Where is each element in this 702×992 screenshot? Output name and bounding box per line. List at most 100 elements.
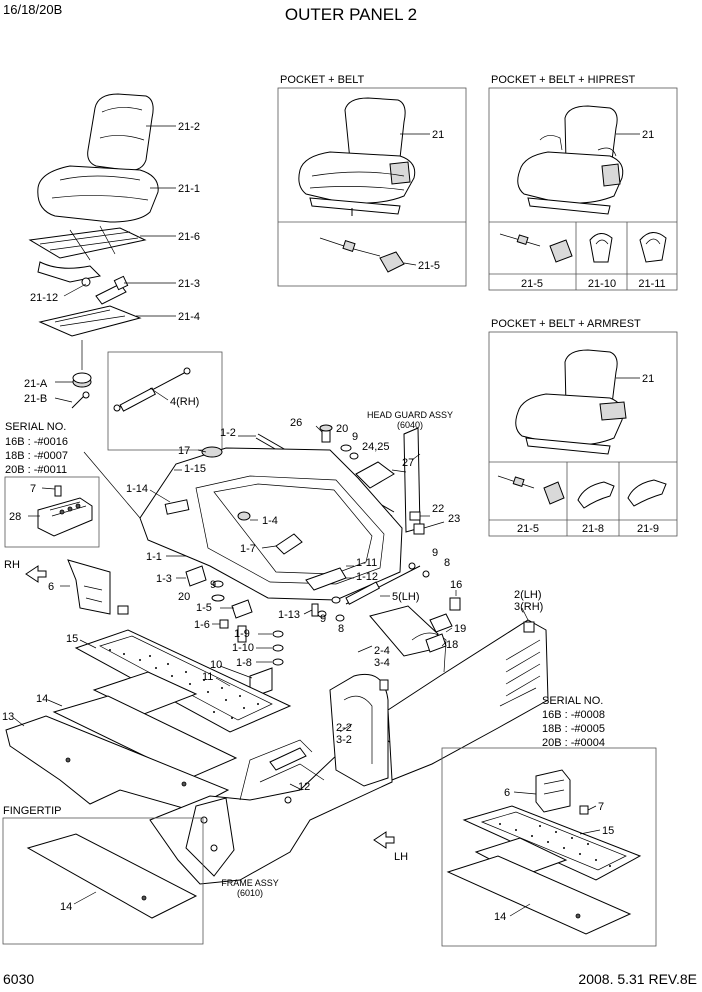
callout-1-1: 1-1 <box>146 551 162 563</box>
callout-8-b: 8 <box>338 623 344 635</box>
callout-1-11: 1-11 <box>356 557 377 569</box>
box-gas-spring-4rh: 4(RH) <box>170 396 199 408</box>
box-pocket-belt <box>277 87 467 287</box>
box-pocket-belt-hiprest <box>488 87 678 291</box>
callout-22: 22 <box>432 503 444 515</box>
callout-21-2: 21-2 <box>178 121 200 133</box>
box-hiprest-21: 21 <box>642 129 654 141</box>
box-pocket-belt-armrest <box>488 331 678 537</box>
box-hiprest-title: POCKET + BELT + HIPREST <box>491 74 636 86</box>
page-number: 6030 <box>3 971 34 987</box>
callout-21-12: 21-12 <box>30 292 58 304</box>
callout-24-25: 24,25 <box>362 441 390 453</box>
callout-21-4: 21-4 <box>178 311 200 323</box>
callout-20-b: 20 <box>336 423 348 435</box>
frame-assy-name: FRAME ASSY <box>221 878 279 888</box>
callout-12: 12 <box>298 781 310 793</box>
callout-1-6: 1-6 <box>194 619 210 631</box>
fingertip-14: 14 <box>60 901 72 913</box>
main-callouts: 1-2 17 1-15 1-14 1-4 1-7 1-1 1-3 9 20 1-… <box>2 417 543 793</box>
serial-right-14: 14 <box>494 911 506 923</box>
serial-left-28: 28 <box>9 511 21 523</box>
callout-18: 18 <box>446 639 458 651</box>
callout-1-13: 1-13 <box>278 609 300 621</box>
callout-9-b: 9 <box>352 431 358 443</box>
callout-1-5: 1-5 <box>196 602 212 614</box>
callout-17: 17 <box>178 445 190 457</box>
box-pocket-belt-title: POCKET + BELT <box>280 74 365 86</box>
serial-right-7: 7 <box>598 801 604 813</box>
revision-date: 2008. 5.31 REV.8E <box>578 971 697 987</box>
callout-1-10: 1-10 <box>232 642 254 654</box>
callout-3-rh: 3(RH) <box>514 601 543 613</box>
head-guard-name: HEAD GUARD ASSY <box>367 410 453 420</box>
callout-3-2: 3-2 <box>336 734 352 746</box>
callout-21-1: 21-1 <box>178 183 200 195</box>
callout-14-main: 14 <box>36 693 48 705</box>
callout-27: 27 <box>402 457 414 469</box>
callout-6-main: 6 <box>48 581 54 593</box>
box-hiprest-21-5: 21-5 <box>521 278 543 290</box>
serial-left-7: 7 <box>30 483 36 495</box>
callout-1-4: 1-4 <box>262 515 278 527</box>
callout-1-14: 1-14 <box>126 483 148 495</box>
serial-left-18b: 18B : -#0007 <box>5 450 68 462</box>
frame-assy-code: (6010) <box>237 888 263 898</box>
box-fingertip <box>2 817 204 945</box>
callout-1-2: 1-2 <box>220 427 236 439</box>
serial-left-20b: 20B : -#0011 <box>5 464 67 476</box>
callout-5-lh: 5(LH) <box>392 591 420 603</box>
seat-assembly <box>28 93 176 409</box>
callout-23: 23 <box>448 513 460 525</box>
callout-9-d: 9 <box>320 613 326 625</box>
head-guard-code: (6040) <box>397 420 423 430</box>
callout-2-2: 2-2 <box>336 722 352 734</box>
callout-21-A: 21-A <box>24 378 48 390</box>
callout-8-a: 8 <box>444 557 450 569</box>
rh-direction-label: RH <box>4 559 20 571</box>
box-armrest-title: POCKET + BELT + ARMREST <box>491 318 641 330</box>
box-armrest-21-9: 21-9 <box>637 523 659 535</box>
callout-21-6: 21-6 <box>178 231 200 243</box>
callout-2-lh: 2(LH) <box>514 589 542 601</box>
callout-11: 11 <box>202 671 213 683</box>
callout-1-8: 1-8 <box>236 657 252 669</box>
callout-1-12: 1-12 <box>356 571 378 583</box>
callout-9-c: 9 <box>432 547 438 559</box>
serial-right-20b: 20B : -#0004 <box>542 737 605 749</box>
box-hiprest-21-10: 21-10 <box>588 278 616 290</box>
serial-right-6: 6 <box>504 787 510 799</box>
callout-21-3: 21-3 <box>178 278 200 290</box>
box-pocket-belt-21-5: 21-5 <box>418 260 440 272</box>
callout-1-7: 1-7 <box>240 543 256 555</box>
callout-26: 26 <box>290 417 302 429</box>
box-pocket-belt-21: 21 <box>432 129 444 141</box>
callout-1-3: 1-3 <box>156 573 172 585</box>
serial-left-16b: 16B : -#0016 <box>5 436 68 448</box>
callout-16: 16 <box>450 579 462 591</box>
box-serial-right <box>441 747 657 947</box>
main-assembly <box>5 424 549 885</box>
callout-1-15: 1-15 <box>184 463 206 475</box>
callout-13: 13 <box>2 711 14 723</box>
serial-right-16b: 16B : -#0008 <box>542 709 605 721</box>
serial-right-15: 15 <box>602 825 614 837</box>
box-armrest-21: 21 <box>642 373 654 385</box>
callout-1-9: 1-9 <box>234 628 250 640</box>
box-armrest-21-5: 21-5 <box>517 523 539 535</box>
serial-right-18b: 18B : -#0005 <box>542 723 605 735</box>
callout-2-4: 2-4 <box>374 645 390 657</box>
box-armrest-21-8: 21-8 <box>582 523 604 535</box>
fingertip-title: FINGERTIP <box>3 805 61 817</box>
callout-19: 19 <box>454 623 466 635</box>
box-hiprest-21-11: 21-11 <box>638 278 665 290</box>
callout-21-B: 21-B <box>24 393 47 405</box>
box-serial-left <box>4 476 100 548</box>
lh-direction-label: LH <box>394 851 408 863</box>
serial-right-title: SERIAL NO. <box>542 695 603 707</box>
callout-3-4: 3-4 <box>374 657 390 669</box>
page-title: OUTER PANEL 2 <box>285 5 417 24</box>
model-label: 16/18/20B <box>3 2 62 17</box>
callout-9-a: 9 <box>210 579 216 591</box>
